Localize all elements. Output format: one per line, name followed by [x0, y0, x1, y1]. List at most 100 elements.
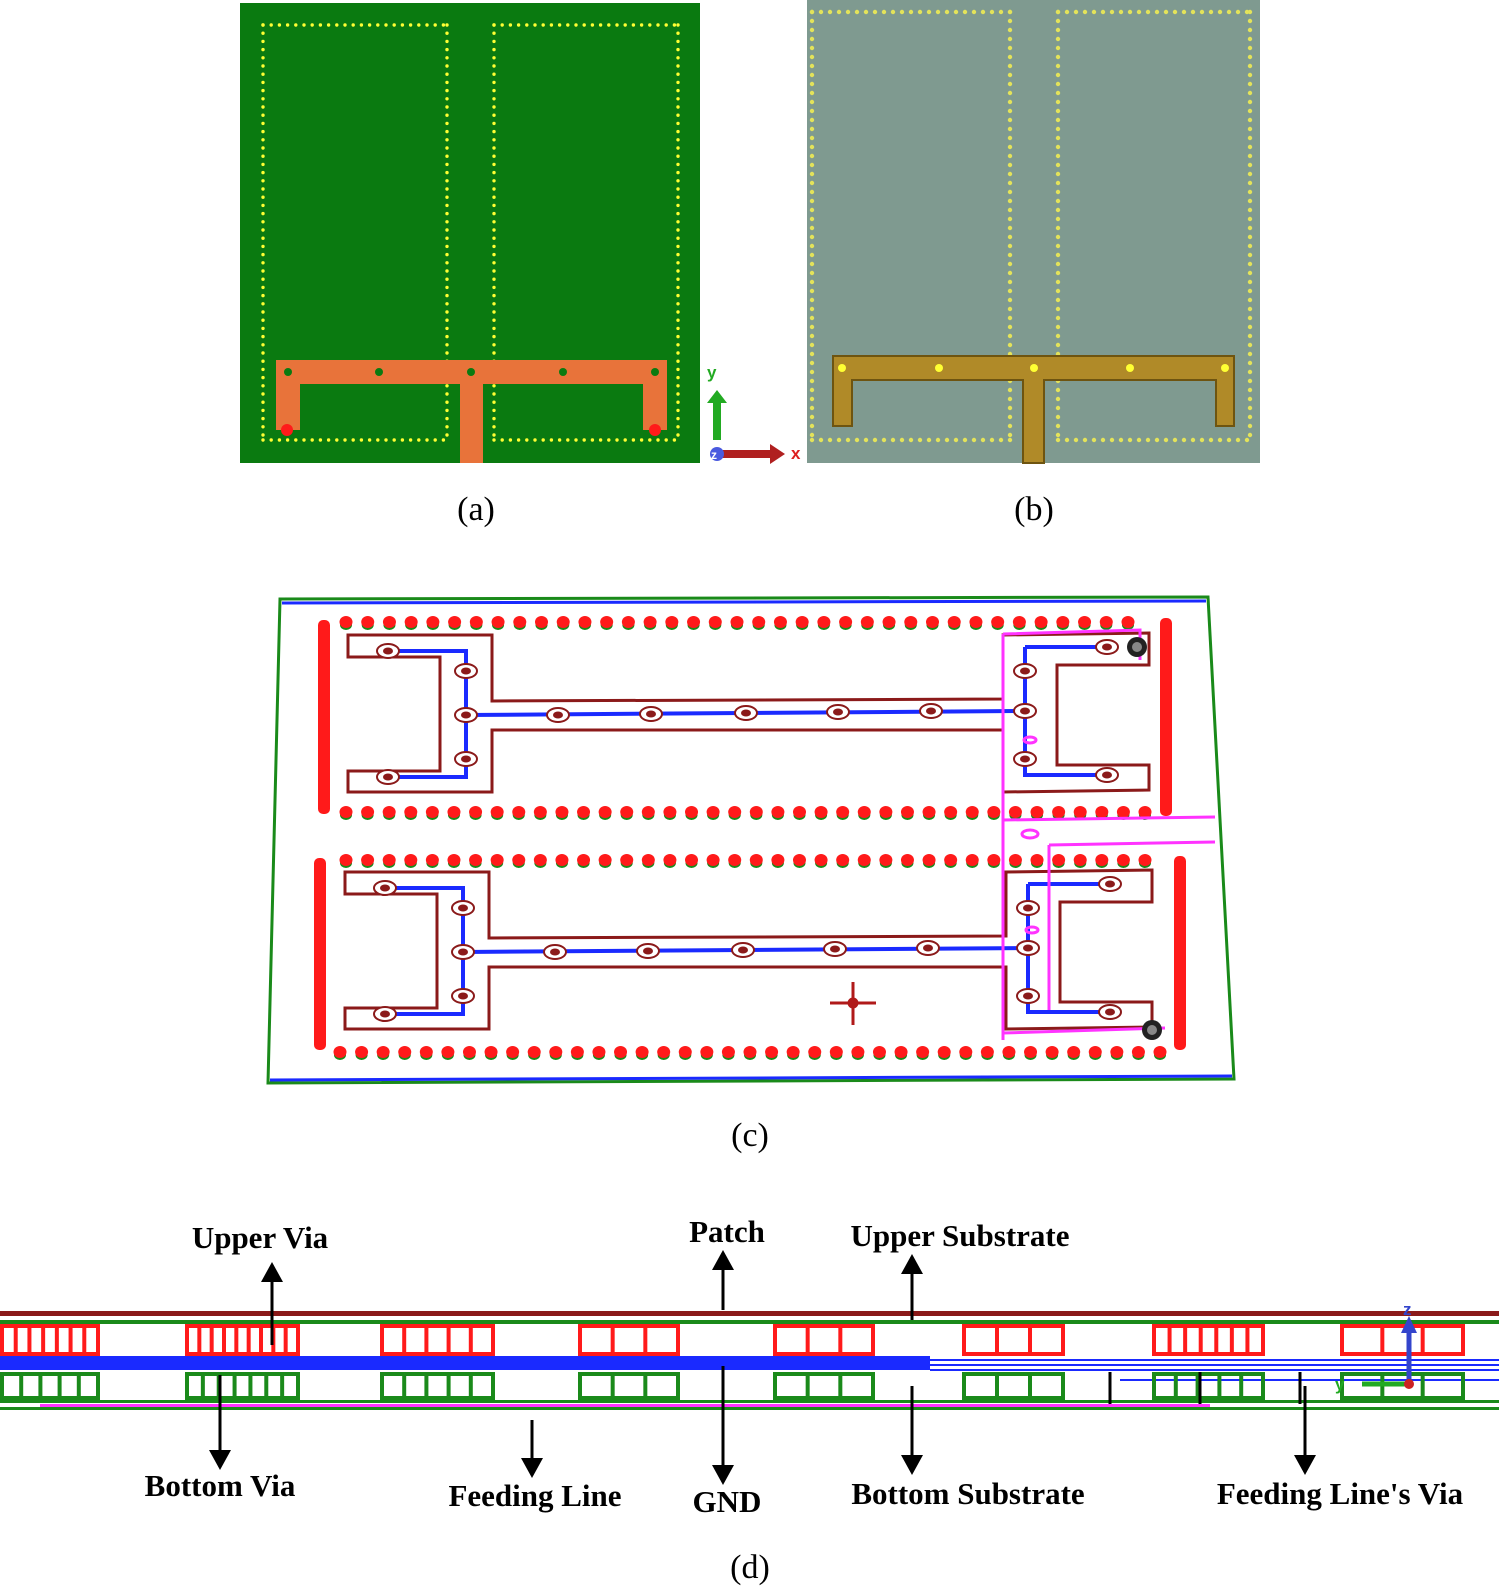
via-column	[1152, 1372, 1156, 1400]
via-dot	[676, 236, 680, 240]
via-c	[339, 806, 353, 818]
via-dot	[261, 138, 265, 142]
via-dot	[809, 270, 815, 276]
via-dot	[1055, 324, 1061, 330]
via-c	[900, 854, 914, 866]
via-dot	[408, 438, 413, 442]
caption-c: (c)	[731, 1117, 769, 1154]
via-c	[577, 806, 591, 818]
via-dot	[445, 220, 449, 224]
via-dot	[809, 162, 815, 168]
via-dot	[1217, 437, 1223, 443]
via-c	[1131, 1046, 1145, 1058]
via-c	[361, 616, 375, 628]
via-dot	[261, 359, 265, 363]
via-c	[685, 854, 699, 866]
via-c	[872, 1046, 886, 1058]
via-dot	[1172, 9, 1178, 15]
via-c	[641, 806, 655, 818]
arrow-head	[1294, 1455, 1316, 1475]
via-dot	[656, 23, 660, 27]
via-c	[1095, 806, 1109, 818]
via-column	[54, 1324, 59, 1356]
via-dot	[492, 195, 496, 199]
via-dot	[1154, 9, 1160, 15]
via-dot	[1247, 243, 1253, 249]
via-dot	[607, 438, 611, 442]
via-dot	[1064, 437, 1070, 443]
via-c	[980, 1046, 994, 1058]
via-column	[222, 1324, 226, 1356]
via-c	[382, 616, 396, 628]
via-dot	[1247, 45, 1253, 51]
via-dot	[541, 23, 545, 27]
via-column	[1380, 1324, 1385, 1356]
arrow-head	[712, 1250, 734, 1270]
via-dot	[989, 437, 995, 443]
via-dot	[400, 438, 405, 442]
via-dot	[1127, 9, 1133, 15]
via-dot	[445, 351, 449, 355]
via-dot	[445, 162, 449, 167]
via-column	[380, 1372, 384, 1400]
via-cap	[1152, 1396, 1265, 1400]
via-dot	[809, 342, 815, 348]
via-c	[635, 1046, 649, 1058]
via-dot	[1172, 437, 1178, 443]
via-dot	[809, 198, 815, 204]
via-dot	[261, 187, 265, 191]
via-dot	[445, 97, 449, 101]
via-dot	[525, 23, 529, 27]
via-cap	[185, 1396, 300, 1400]
via-dot	[1055, 414, 1061, 420]
via-dot	[445, 31, 449, 35]
via-cap	[1152, 1324, 1265, 1328]
via-c	[1116, 854, 1130, 866]
via-dot	[261, 23, 265, 27]
via-dot	[492, 285, 496, 290]
via-dot	[492, 179, 496, 183]
via-dot	[445, 121, 449, 126]
panel-a: y x z (a)	[240, 3, 801, 528]
via-dot	[445, 236, 449, 240]
via-dot	[676, 367, 680, 372]
via-dot	[261, 39, 265, 44]
via-column	[82, 1324, 87, 1356]
via-dot	[445, 154, 449, 158]
via-dot	[935, 437, 941, 443]
via-c	[687, 616, 701, 628]
via-c	[1099, 616, 1113, 628]
via-c	[598, 806, 612, 818]
via-dot	[809, 378, 815, 384]
via-c	[937, 1046, 951, 1058]
via-column	[296, 1372, 300, 1400]
via-dot	[541, 438, 545, 442]
via-c	[333, 1046, 347, 1058]
via-dot	[845, 9, 851, 15]
via-pad-center	[1102, 643, 1112, 651]
via-dot	[1247, 414, 1253, 420]
via-dot	[1007, 324, 1013, 330]
via-pad-center	[1020, 707, 1030, 715]
via-c	[708, 616, 722, 628]
port-a-left	[281, 424, 293, 436]
via-dot	[441, 23, 446, 27]
via-dot	[1247, 18, 1253, 24]
via-c	[904, 616, 918, 628]
via-c	[944, 854, 958, 866]
via-dot	[1055, 288, 1061, 294]
via-dot	[676, 113, 680, 117]
via-dot	[809, 297, 815, 303]
via-dot	[809, 18, 815, 24]
via-dot	[676, 129, 680, 134]
via-dot	[1007, 387, 1013, 393]
via-column	[27, 1324, 32, 1356]
via-dot	[836, 9, 842, 15]
via-c	[836, 806, 850, 818]
via-dot	[1247, 108, 1253, 114]
via-dot	[935, 9, 941, 15]
via-c	[1121, 616, 1135, 628]
via-c	[1095, 854, 1109, 866]
via-dot	[809, 117, 815, 123]
via-c	[663, 854, 677, 866]
